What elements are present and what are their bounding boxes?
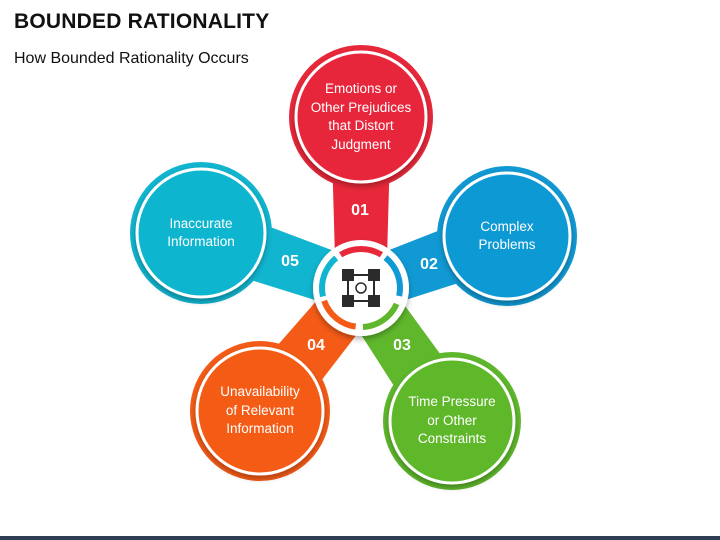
step-number-02: 02 [420,256,438,273]
hub-ring-segment [321,299,357,330]
petal-inner [195,346,325,476]
hub-ring-segment [383,255,403,297]
step-number-05: 05 [281,253,299,270]
petal-inner [135,167,267,299]
petal-label-03: Time Pressure or Other Constraints [408,394,496,447]
hub-ring-segment [362,302,400,330]
petal-label-01: Emotions or Other Prejudices that Distor… [310,81,412,152]
page-subtitle: How Bounded Rationality Occurs [14,50,249,67]
petal-circles [130,45,577,490]
petal-label-04: Unavailability of Relevant Information [220,384,300,437]
step-number-01: 01 [351,202,369,219]
center-hub [313,240,409,336]
hub-ring-segment [319,255,339,298]
step-number-03: 03 [393,337,411,354]
page-title: BOUNDED RATIONALITY [14,10,270,33]
network-brain-icon [342,269,380,307]
step-number-04: 04 [307,337,325,354]
petal-inner [442,171,572,301]
hub-ring-segment [339,246,383,258]
petal-inner [294,50,428,184]
petal-label-02: Complex Problems [478,218,536,253]
petal-label-05: Inaccurate Information [167,215,235,250]
bottom-bar [0,536,720,540]
petal-inner [388,357,516,485]
